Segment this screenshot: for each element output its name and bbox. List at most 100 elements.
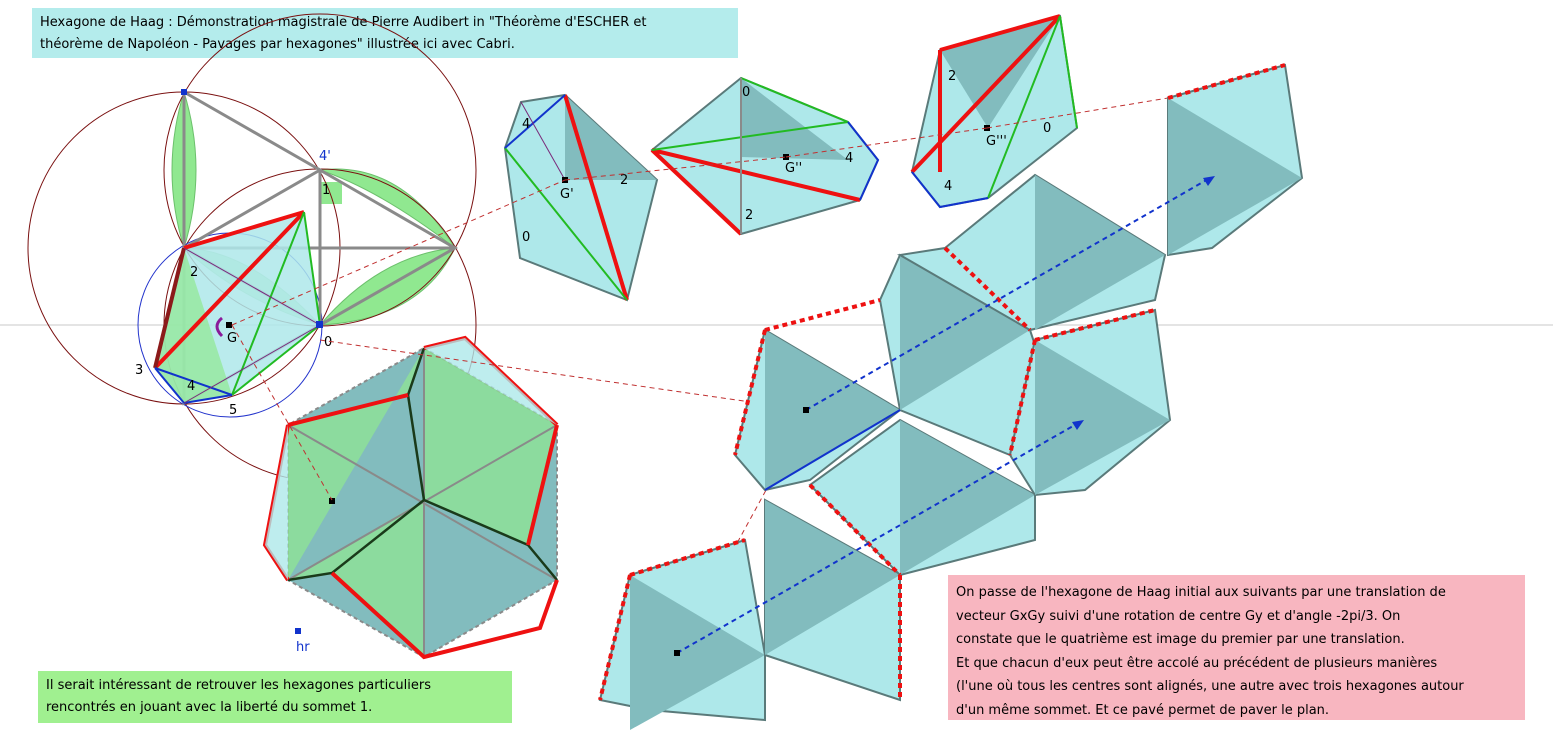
edge-1-5 [231,211,305,396]
red-dash-8 [1167,63,1286,100]
hex3-label-2: 2 [948,69,956,84]
construction-left: 4' 1 2 3 4 5 0 G hr [27,13,477,655]
hex1-label-2: 2 [620,173,628,188]
hexagon-1: 4 2 0 G' [503,93,659,302]
edge-4-5 [183,394,233,404]
label-hr: hr [296,640,310,655]
hex2-green [651,121,849,151]
hex2-red [651,148,861,202]
tile-e-dark [900,255,1030,410]
label-1: 1 [322,183,330,198]
edge-1-2 [183,210,305,250]
hex3-red-diag [910,14,1062,174]
edge-0-5 [231,324,321,396]
hex3-red-top [939,14,1061,52]
edge-1-0 [303,211,321,326]
point-hr[interactable] [295,628,301,634]
red-dash-3 [733,329,767,456]
tile-center-2 [674,650,680,656]
red-dash-5 [1008,339,1037,456]
red-dash-1 [598,574,632,701]
hex2-dark [741,78,848,160]
tiling-red-dashed [598,63,1286,701]
hex3-label-4: 4 [944,179,952,194]
cyan-strip-left [265,425,288,580]
red-dash-7 [943,246,1032,332]
label-4: 4 [187,379,195,394]
hex1-label-0: 0 [522,230,530,245]
hex2-blue [847,121,880,201]
hex2-label-0: 0 [742,85,750,100]
translation-arrows [676,177,1211,654]
hex3-green [987,15,1061,199]
red-dash-6 [1034,308,1156,342]
hex1-green [504,147,628,301]
connector-2 [564,156,787,181]
connector-3 [785,127,988,158]
hex1-dark [565,95,657,180]
hex1-label-4: 4 [522,117,530,132]
label-2: 2 [190,265,198,280]
tile-f-dark [1035,340,1170,495]
label-0: 0 [324,335,332,350]
edge-2-0 [183,247,321,326]
edge-4-0 [183,324,321,404]
hex3-green-2 [1059,15,1078,129]
red-dash-9 [808,483,902,577]
tile-c-dark [765,330,900,490]
note-bottom-left: Il serait intéressant de retrouver les h… [38,671,512,723]
green-region-3 [288,500,424,657]
hex2-label-g: G'' [785,161,802,176]
hex3-label-0: 0 [1043,121,1051,136]
red-edge-5 [330,571,559,660]
connector-5 [319,339,807,411]
edge-2-3 [153,247,186,369]
hex2-label-4: 4 [845,151,853,166]
big-hex-center [329,498,335,504]
hexagon-2: 0 4 2 G'' [650,76,880,236]
hex2-label-2: 2 [745,208,753,223]
blue-edge [764,409,901,491]
title-box: Hexagone de Haag : Démonstration magistr… [32,8,738,58]
red-edge-1 [287,393,409,427]
hex2-green-2 [740,77,849,123]
connector-6 [231,324,333,501]
arrow-2 [676,421,1081,654]
note-right: On passe de l'hexagone de Haag initial a… [948,575,1525,720]
arrow-2-head [1072,420,1084,430]
connector-4 [986,97,1169,129]
tile-d-dark [900,420,1035,575]
edge-3-5 [154,367,233,396]
hex3-dark [940,16,1060,128]
hex3-label-g: G''' [986,134,1007,149]
arrow-1-head [1203,176,1215,186]
arrow-1 [805,177,1211,411]
red-dash-4 [764,298,881,332]
triangle-top [182,89,324,251]
red-dash-2 [629,538,746,577]
lens-small [320,182,342,204]
edge-1-3 [153,210,306,370]
label-5: 5 [229,403,237,418]
hexagon-3: 2 0 4 G''' [910,14,1079,209]
hex1-median [520,101,566,181]
point-0[interactable] [316,321,323,328]
tile-a-dark [630,575,765,730]
point-top[interactable] [181,89,187,95]
tile-h-dark [1168,98,1302,255]
tiling [598,63,1304,730]
green-region-2 [424,348,557,545]
hex3-blue [911,171,989,209]
point-g[interactable] [226,322,232,328]
tile-g-dark [1035,175,1165,330]
hex1-label-g: G' [560,187,574,202]
label-4-prime: 4' [319,149,331,164]
tile-b-dark [765,500,900,655]
angle-mark [215,316,224,338]
hex1-red [563,94,629,301]
connector-1 [231,179,566,326]
tile-center-1 [803,407,809,413]
hex2-red-2 [650,148,743,236]
edge-3-4 [154,367,185,404]
